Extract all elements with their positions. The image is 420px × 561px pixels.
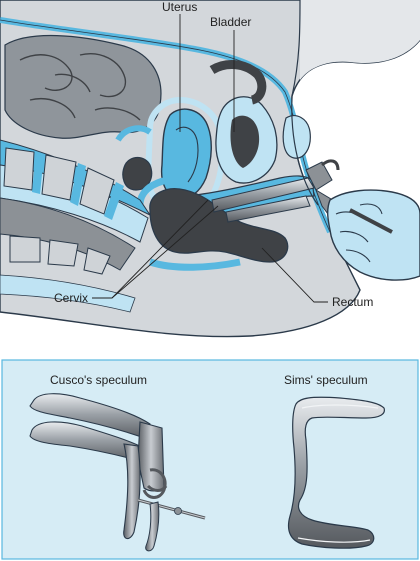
label-uterus: Uterus [162,0,197,14]
label-rectum: Rectum [332,295,373,309]
abdominal-wall [300,0,420,80]
label-sims-speculum: Sims' speculum [284,373,368,387]
sims-speculum [287,396,385,549]
label-cervix: Cervix [54,291,88,305]
leader-rectum [261,247,328,303]
panel-background [1,359,419,560]
gloved-hand [327,189,420,281]
label-cusco-speculum: Cusco's speculum [50,373,147,387]
label-bladder: Bladder [210,15,251,29]
ovary [122,156,153,191]
specula-panel: Cusco's speculum Sims' speculum [1,359,419,560]
pubic-bone [282,115,311,159]
cusco-speculum [29,393,206,552]
sagittal-section-diagram: Uterus Bladder Cervix Rectum [0,0,420,338]
rectum [149,188,289,263]
spine [0,139,152,313]
